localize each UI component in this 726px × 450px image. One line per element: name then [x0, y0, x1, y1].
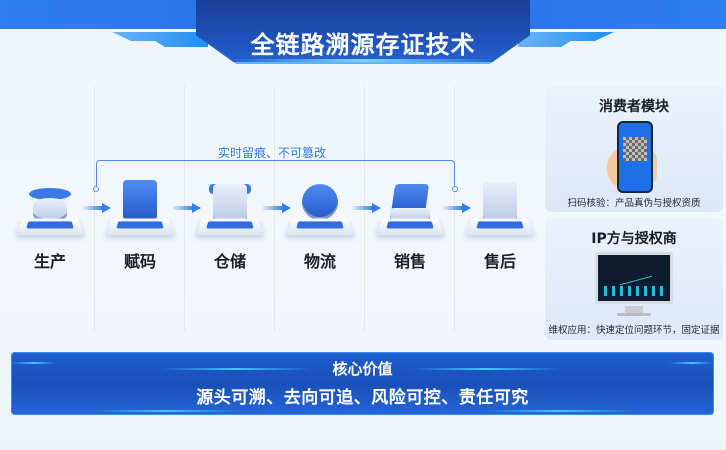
- circuit-line: [669, 362, 714, 364]
- ip-licensee-card: IP方与授权商 维权应用：快速定位问题环节，固定证据: [545, 218, 723, 340]
- sales-terminal-icon: [371, 166, 449, 238]
- card-caption: 扫码核验：产品真伪与授权资质: [567, 198, 701, 209]
- circuit-line: [484, 410, 634, 412]
- step-label: 销售: [393, 252, 426, 271]
- logistics-database-icon: [281, 166, 359, 238]
- top-accent-left: [112, 32, 208, 47]
- arrow-right-icon: [173, 203, 201, 213]
- decor-line: [161, 368, 311, 370]
- step-label: 售后: [483, 252, 516, 271]
- trace-connector-line: [96, 160, 455, 190]
- coding-server-icon: [101, 166, 179, 238]
- arrow-right-icon: [443, 203, 471, 213]
- arrow-right-icon: [83, 203, 111, 213]
- step-warehouse: 仓储: [185, 166, 275, 272]
- monitor-base: [617, 313, 651, 316]
- warehouse-storage-icon: [191, 166, 269, 238]
- card-caption: 维权应用：快速定位问题环节，固定证据: [548, 325, 720, 336]
- arrow-right-icon: [263, 203, 291, 213]
- production-wifi-device-icon: [11, 166, 89, 238]
- step-logistics: 物流: [275, 166, 365, 272]
- page-title: 全链路溯源存证技术: [250, 31, 476, 59]
- after-sales-server-icon: [461, 166, 539, 238]
- step-production: 生产: [5, 166, 95, 272]
- trace-start-dot: [93, 186, 99, 192]
- title-plate: [196, 0, 530, 64]
- card-title: IP方与授权商: [591, 231, 677, 247]
- step-label: 赋码: [123, 252, 156, 271]
- step-label: 生产: [33, 252, 66, 271]
- monitor-stand: [625, 306, 643, 314]
- step-after-sales: 售后: [455, 166, 545, 272]
- step-sales: 销售: [365, 166, 455, 272]
- trace-end-dot: [452, 186, 458, 192]
- step-coding: 赋码: [95, 166, 185, 272]
- circuit-line: [11, 362, 56, 364]
- core-value-title: 核心价值: [332, 360, 393, 378]
- arrow-right-icon: [353, 203, 381, 213]
- top-accent-right: [518, 32, 614, 47]
- phone-qr-scan-icon: [617, 121, 653, 193]
- trace-label: 实时留痕、不可篡改: [218, 146, 327, 160]
- card-title: 消费者模块: [599, 99, 669, 115]
- step-label: 物流: [303, 252, 336, 271]
- core-value-text: 源头可溯、去向可追、风险可控、责任可究: [196, 388, 529, 408]
- core-value-banner: 核心价值 源头可溯、去向可追、风险可控、责任可究: [11, 352, 714, 415]
- step-label: 仓储: [213, 252, 246, 271]
- circuit-line: [91, 410, 241, 412]
- consumer-module-card: 消费者模块 扫码核验：产品真伪与授权资质: [545, 86, 723, 212]
- monitor-dashboard-icon: [595, 252, 673, 304]
- decor-line: [411, 368, 561, 370]
- traceability-flow: 实时留痕、不可篡改 生产 赋码 仓储 物流: [0, 86, 540, 331]
